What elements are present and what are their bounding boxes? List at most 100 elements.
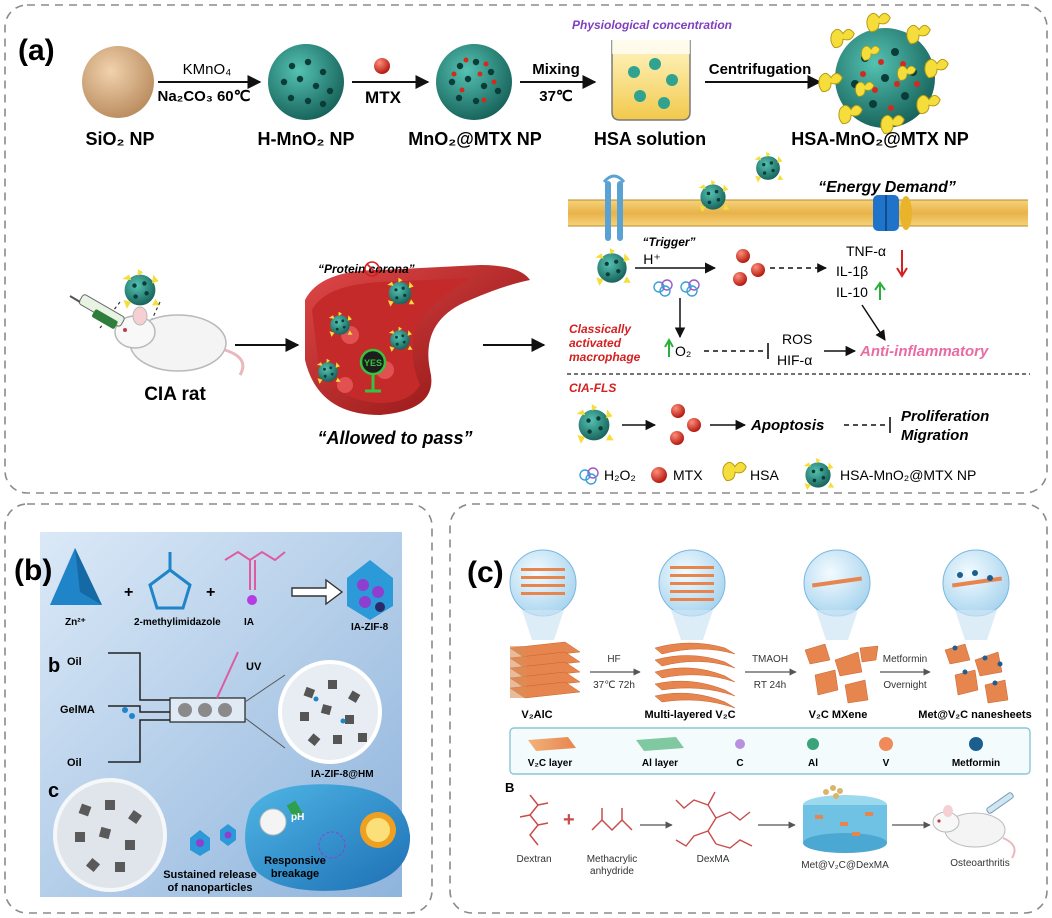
panel-c-frame [449,503,1048,914]
legend-v2c-layer-icon [528,737,576,751]
arrow-cytokines-to-anti [861,304,886,341]
overnight-label: Overnight [883,680,927,691]
zn-tetrahedron-icon [50,548,102,605]
cia-fls-label: CIA-FLS [569,381,616,395]
sustained-release-label: Sustained release [163,869,257,881]
proliferation-label: Proliferation [901,408,989,425]
ros-label: ROS [782,331,812,347]
up-arrow-green-icon [874,281,886,300]
plus-c-label: + [563,809,575,831]
mtx-drop-icon [374,58,390,74]
hydrogel-microsphere-icon [278,660,382,764]
legend-al-label: Al [808,758,818,769]
hf-label: HF [607,654,620,665]
legend-mtx-label: MTX [673,467,703,483]
legend-h2o2-label: H₂O₂ [604,467,636,483]
panel-c-label: (c) [467,556,504,589]
bubble-mxene [803,549,871,640]
il1b-label: IL-1β [836,263,868,279]
sub-b-label: b [48,655,60,677]
uv-label: UV [246,661,262,673]
blood-vessel-icon [305,265,530,415]
legend-np-label: HSA-MnO₂@MTX NP [840,467,976,483]
mtx-fls-icon [670,404,701,445]
sub-B-label: B [505,780,514,795]
osteoarthritis-label: Osteoarthritis [950,858,1009,869]
dextran-label: Dextran [516,854,551,865]
oil-top-label: Oil [67,656,82,668]
yes-label: YES [364,358,382,368]
bubble-multilayer [658,549,726,640]
methacrylic-anhydride-icon [591,808,633,832]
multilayer-v2c-label: Multi-layered V₂C [644,709,735,721]
mtx-release-icon [733,249,765,286]
no-sign-icon [364,261,380,277]
centrifugation-label: Centrifugation [709,61,812,78]
physiological-concentration-label: Physiological concentration [572,18,732,32]
mno2-mtx-label: MnO₂@MTX NP [408,129,542,149]
responsive-label: Responsive [264,855,326,867]
na2co3-label: Na₂CO₃ 60℃ [158,88,251,105]
mxene-label: V₂C MXene [809,709,868,721]
multilayer-v2c-icon [654,642,736,709]
dexma-structure-icon [675,791,753,849]
migration-label: Migration [901,427,969,444]
tmaoh-cond-label: RT 24h [754,680,786,691]
hif-alpha-label: HIF-α [777,352,812,368]
transporter-icon [873,195,912,231]
allowed-to-pass-label: “Allowed to pass” [317,428,472,448]
released-crystals-icon [190,824,236,856]
ia-zif8-hm-label: IA-ZIF-8@HM [311,769,374,780]
beaker-icon [611,40,691,121]
legend-v2c-layer-label: V₂C layer [528,758,573,769]
open-arrow-icon [291,578,344,606]
methylimidazole-label: 2-methylimidazole [134,617,221,628]
legend-hsa-label: HSA [750,467,779,483]
anhydride-label: anhydride [590,866,634,877]
cell-membrane [568,199,1028,227]
mouse-icon [932,792,1016,859]
h-mno2-np-icon [268,44,344,120]
sio2-np-icon [82,46,154,118]
panel-c-legend-box [509,727,1031,775]
itaconic-acid-icon [224,550,286,605]
v2alc-stack-icon [509,641,581,699]
legend-c-label: C [736,758,743,769]
plus-1-label: + [124,584,133,601]
cell-icon [245,784,411,891]
legend-metformin-label: Metformin [952,758,1000,769]
plus-2-label: + [206,584,215,601]
ph-label: pH [291,812,304,823]
zn-label: Zn²⁺ [65,617,86,628]
breakage-label: breakage [271,868,319,880]
bubble-v2alc [509,549,577,640]
panel-b-label: (b) [14,554,52,587]
microsphere-release-icon [53,778,167,892]
legend-v-label: V [883,758,890,769]
mno2-mtx-np-icon [436,44,512,120]
o2-up-arrow-icon [664,337,674,357]
legend-al-layer-label: Al layer [642,758,678,769]
legend-mtx-icon [651,467,667,483]
legend-al-layer-icon [636,737,684,751]
met-v2c-label: Met@V₂C nanesheets [918,709,1031,721]
v2alc-label: V₂AlC [521,709,552,721]
protein-corona-label: “Protein corona” [318,262,415,276]
o2-label: O₂ [675,343,691,359]
panel-a-frame [4,4,1048,494]
ia-zif8-label: IA-ZIF-8 [351,622,389,633]
of-nanoparticles-label: of nanoparticles [168,882,253,894]
met-v2c-dexma-hydrogel-icon [803,785,887,853]
energy-demand-label: “Energy Demand” [818,179,956,196]
rat-icon [114,306,245,376]
syringe-icon [69,294,125,329]
mtx-step-label: MTX [365,88,402,107]
legend-metformin-icon [969,737,983,751]
temp-37-label: 37℃ [539,88,573,105]
trigger-label: “Trigger” [642,235,695,249]
zoom-line-top [244,674,286,703]
sio2-np-label: SiO₂ NP [85,129,154,149]
tmaoh-label: TMAOH [752,654,788,665]
ia-zif8-crystal-icon [347,560,393,620]
